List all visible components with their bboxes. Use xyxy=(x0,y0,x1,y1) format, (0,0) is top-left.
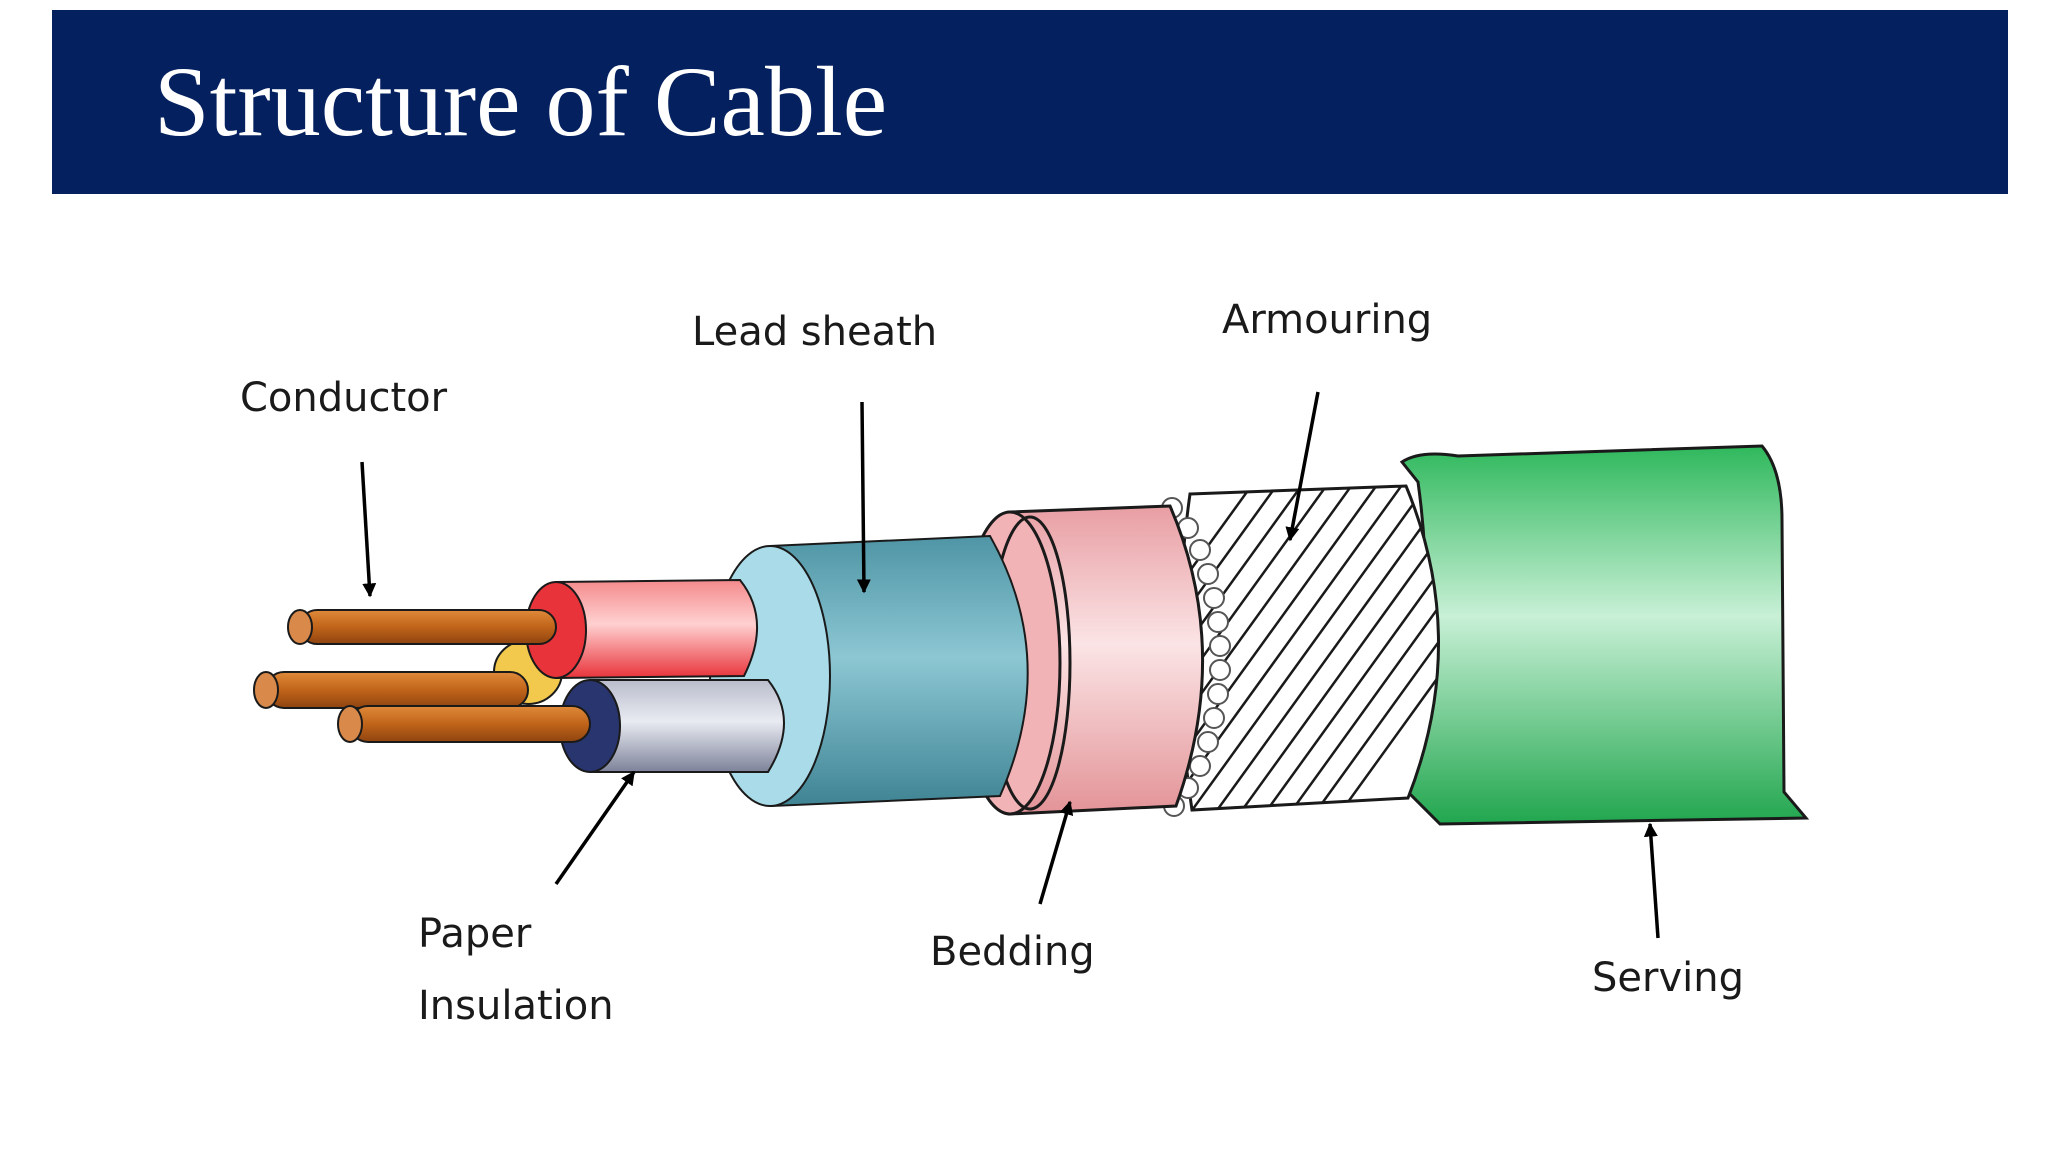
label-armouring: Armouring xyxy=(1222,297,1433,343)
label-paper: Paper xyxy=(418,911,532,957)
conductors xyxy=(253,609,591,743)
label-insulation: Insulation xyxy=(418,983,614,1029)
label-serving: Serving xyxy=(1592,955,1744,1001)
conductor-arrow xyxy=(360,461,377,598)
bedding-arrow xyxy=(1038,800,1074,905)
slide-title: Structure of Cable xyxy=(154,46,888,157)
serving-arrow xyxy=(1643,822,1660,939)
armouring-arrow xyxy=(1285,391,1320,542)
paper-insulation-arrow xyxy=(554,770,636,886)
insulated-cores xyxy=(493,578,785,773)
lead-sheath-arrow xyxy=(856,401,871,594)
title-bar: Structure of Cable xyxy=(52,10,2008,194)
label-bedding: Bedding xyxy=(930,929,1095,975)
label-conductor: Conductor xyxy=(240,375,448,421)
serving-layer xyxy=(1398,444,1810,826)
label-lead-sheath: Lead sheath xyxy=(692,309,938,355)
